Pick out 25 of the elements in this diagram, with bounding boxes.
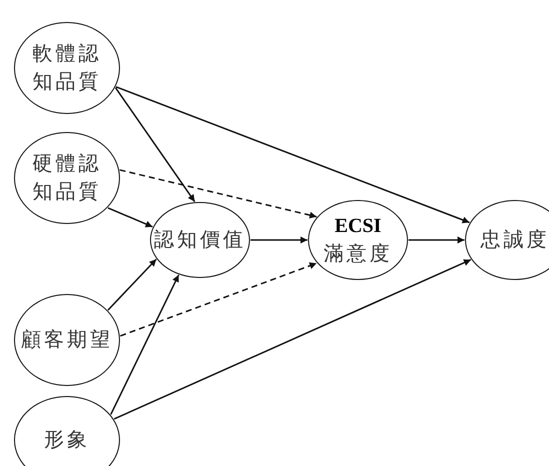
node-label: 顧客期望 [21, 328, 113, 353]
ellipse-node [150, 202, 250, 278]
ellipse-node [14, 396, 120, 466]
ellipse-node [14, 294, 120, 386]
ellipse-node [465, 200, 549, 280]
arrow [110, 274, 180, 415]
node-label: 硬體認知品質 [32, 152, 102, 205]
node-label: 滿意度 [324, 242, 392, 267]
arrow [114, 259, 472, 420]
ellipse-node [308, 200, 408, 280]
arrow [116, 86, 470, 224]
arrow [114, 87, 196, 202]
arrow [107, 258, 157, 311]
arrow [408, 236, 464, 244]
ellipse-node [14, 132, 120, 224]
ellipse-node [14, 22, 120, 114]
node-label: ECSI [334, 214, 382, 239]
arrow [250, 236, 308, 244]
arrow [108, 207, 153, 228]
node-label: 軟體認知品質 [32, 42, 102, 95]
arrow [120, 262, 317, 337]
node-label: 形象 [44, 428, 90, 453]
node-label: 忠誠度 [480, 228, 549, 253]
node-label: 認知價值 [154, 228, 246, 253]
arrow [120, 169, 317, 219]
